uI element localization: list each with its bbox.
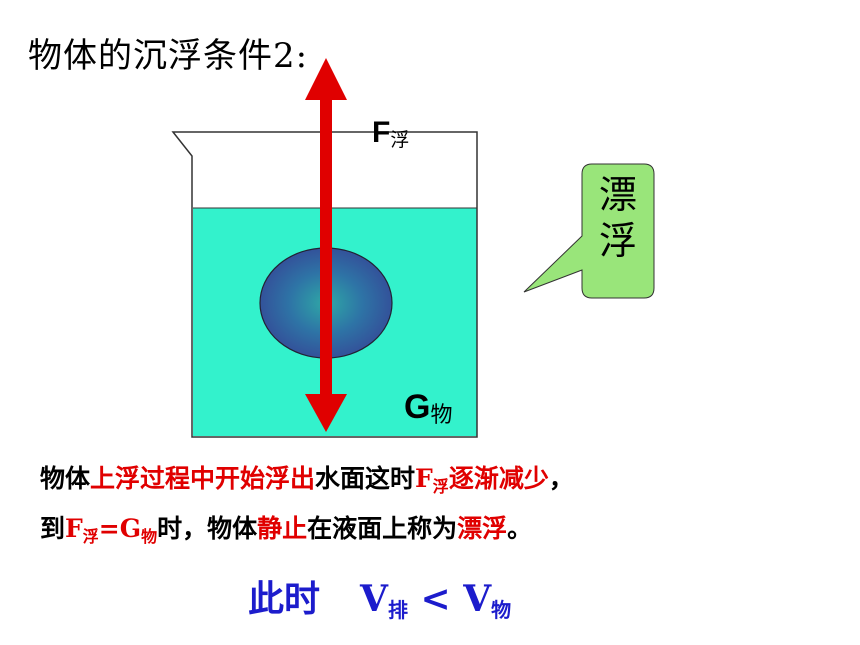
description-segment: 静止 (257, 514, 308, 543)
arrow-up-head (305, 58, 347, 100)
description: 物体上浮过程中开始浮出水面这时F浮逐渐减少， 到F浮=G物时，物体静止在液面上称… (40, 458, 574, 558)
force-arrow (305, 58, 347, 432)
description-segment: 。 (507, 514, 533, 543)
description-segment: 浮 (432, 477, 449, 496)
description-segment: 到 (40, 514, 66, 543)
gravity-force-label: G物 (404, 388, 453, 427)
description-segment: =G (98, 514, 142, 543)
description-line-2: 到F浮=G物时，物体静止在液面上称为漂浮。 (40, 508, 574, 558)
description-segment: 浮 (82, 527, 99, 546)
page-title: 物体的沉浮条件2: (28, 36, 309, 76)
description-segment: 逐渐减少 (448, 464, 549, 493)
description-segment: 物 (141, 527, 158, 546)
beaker (171, 131, 478, 438)
arrow-down-head (305, 394, 347, 432)
description-segment: 物体 (40, 464, 91, 493)
description-segment: 上浮过程中开始浮出 (90, 464, 316, 493)
description-segment: 时，物体 (157, 514, 258, 543)
description-segment: 漂浮 (457, 514, 508, 543)
callout-bubble (523, 163, 655, 299)
description-line-1: 物体上浮过程中开始浮出水面这时F浮逐渐减少， (40, 458, 574, 508)
description-segment: F (65, 514, 83, 543)
description-segment: F (415, 464, 433, 493)
description-segment: ， (548, 464, 574, 493)
description-segment: 在液面上称为 (307, 514, 458, 543)
buoyancy-force-label: F浮 (372, 116, 410, 151)
callout-text: 漂 浮 (598, 173, 637, 263)
description-segment: 水面这时 (315, 464, 416, 493)
